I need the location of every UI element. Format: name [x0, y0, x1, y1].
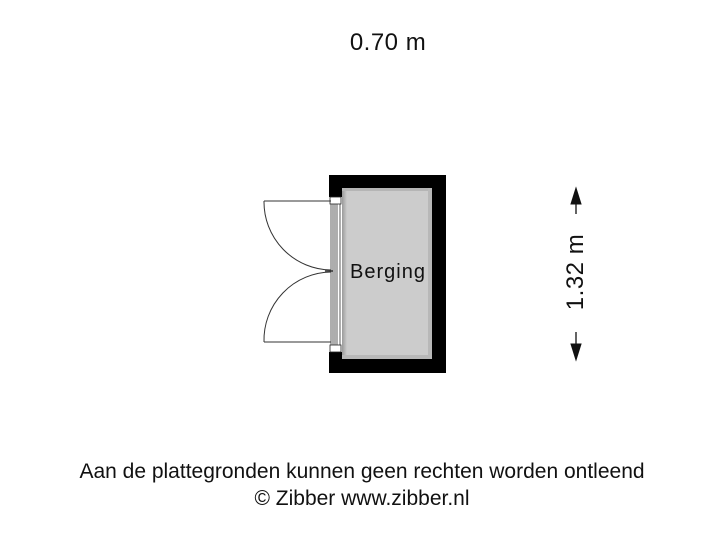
- door-jamb-bottom: [329, 344, 342, 353]
- room-berging: [342, 188, 433, 359]
- walls: [329, 175, 446, 373]
- copyright-text: © Zibber www.zibber.nl: [254, 487, 470, 510]
- height-dimension-label: 1.32 m: [562, 233, 589, 311]
- door-jamb-top: [329, 196, 342, 205]
- room-label-berging: Berging: [350, 261, 426, 283]
- door-swing: [263, 200, 333, 343]
- door-frame: [330, 204, 341, 345]
- width-dimension-label: 0.70 m: [349, 29, 427, 56]
- disclaimer-text: Aan de plattegronden kunnen geen rechten…: [79, 460, 645, 483]
- height-dimension-arrows: [570, 186, 582, 362]
